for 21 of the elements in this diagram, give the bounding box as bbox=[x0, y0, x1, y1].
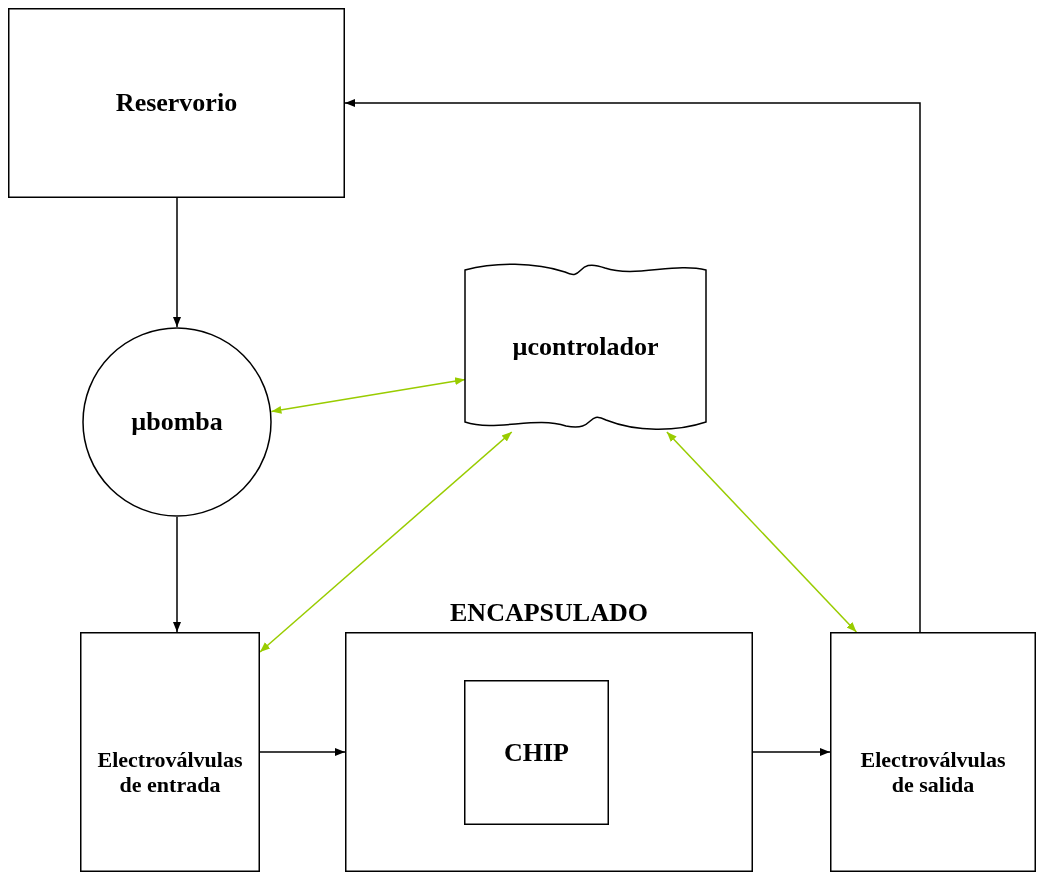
process-box bbox=[464, 680, 609, 825]
arrow bbox=[666, 431, 858, 633]
process-box bbox=[830, 632, 1036, 872]
group-heading: ENCAPSULADO bbox=[449, 598, 649, 628]
controller-tape-shape bbox=[465, 262, 706, 432]
process-box bbox=[8, 8, 345, 198]
arrow bbox=[173, 197, 181, 328]
node-label: CHIP bbox=[504, 737, 569, 768]
arrow bbox=[344, 99, 921, 633]
process-box bbox=[80, 632, 260, 872]
node-label: Reservorio bbox=[115, 88, 238, 118]
pump-circle bbox=[82, 327, 272, 517]
arrow bbox=[259, 748, 346, 756]
arrow bbox=[259, 431, 513, 653]
node-label: µbomba bbox=[131, 407, 223, 437]
arrow bbox=[752, 748, 831, 756]
node-label: Electroválvulas de entrada bbox=[96, 746, 244, 798]
node-label: µcontrolador bbox=[512, 332, 659, 362]
node-label: Electroválvulas de salida bbox=[859, 746, 1007, 798]
arrow bbox=[173, 516, 181, 633]
arrow bbox=[270, 377, 466, 414]
